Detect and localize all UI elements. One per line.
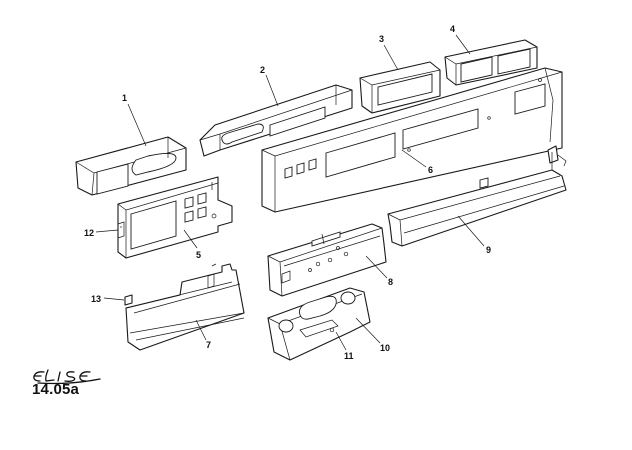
callout-11: 11: [344, 351, 354, 361]
part-4-right-vent-housing: [444, 39, 538, 86]
part-8-centre-support-rail: [267, 223, 387, 297]
right-end-bracket: [547, 145, 567, 167]
callout-4: 4: [450, 24, 455, 34]
callout-9: 9: [486, 245, 491, 255]
part-9-lower-rail: [387, 152, 567, 247]
callout-3: 3: [379, 34, 384, 44]
callout-10: 10: [380, 343, 390, 353]
callout-6: 6: [428, 165, 433, 175]
part-10-centre-console-housing: [267, 287, 371, 361]
part-13-clip: [124, 294, 133, 306]
callout-8: 8: [388, 277, 393, 287]
part-6-main-dash-panel: [261, 67, 563, 213]
part-5-switch-bracket: [117, 176, 233, 259]
callout-5: 5: [196, 250, 201, 260]
part-2-long-vent-housing: [199, 84, 353, 157]
part-7-lower-closing-panel: [125, 263, 245, 351]
callout-2: 2: [260, 65, 265, 75]
part-3-centre-vent-housing: [359, 61, 441, 114]
elise-logo: [33, 369, 101, 385]
callout-13: 13: [91, 294, 101, 304]
leader-lines: [95, 34, 485, 351]
callout-12: 12: [84, 228, 94, 238]
callout-7: 7: [206, 340, 211, 350]
callout-1: 1: [122, 93, 127, 103]
part-1-left-vent-housing: [75, 136, 187, 196]
callout-labels: 1 2 3 4 5 6 7 8 9 10 11 12 13: [84, 24, 491, 361]
part-12-clip: [117, 221, 125, 239]
page-reference: 14.05a: [32, 381, 80, 398]
